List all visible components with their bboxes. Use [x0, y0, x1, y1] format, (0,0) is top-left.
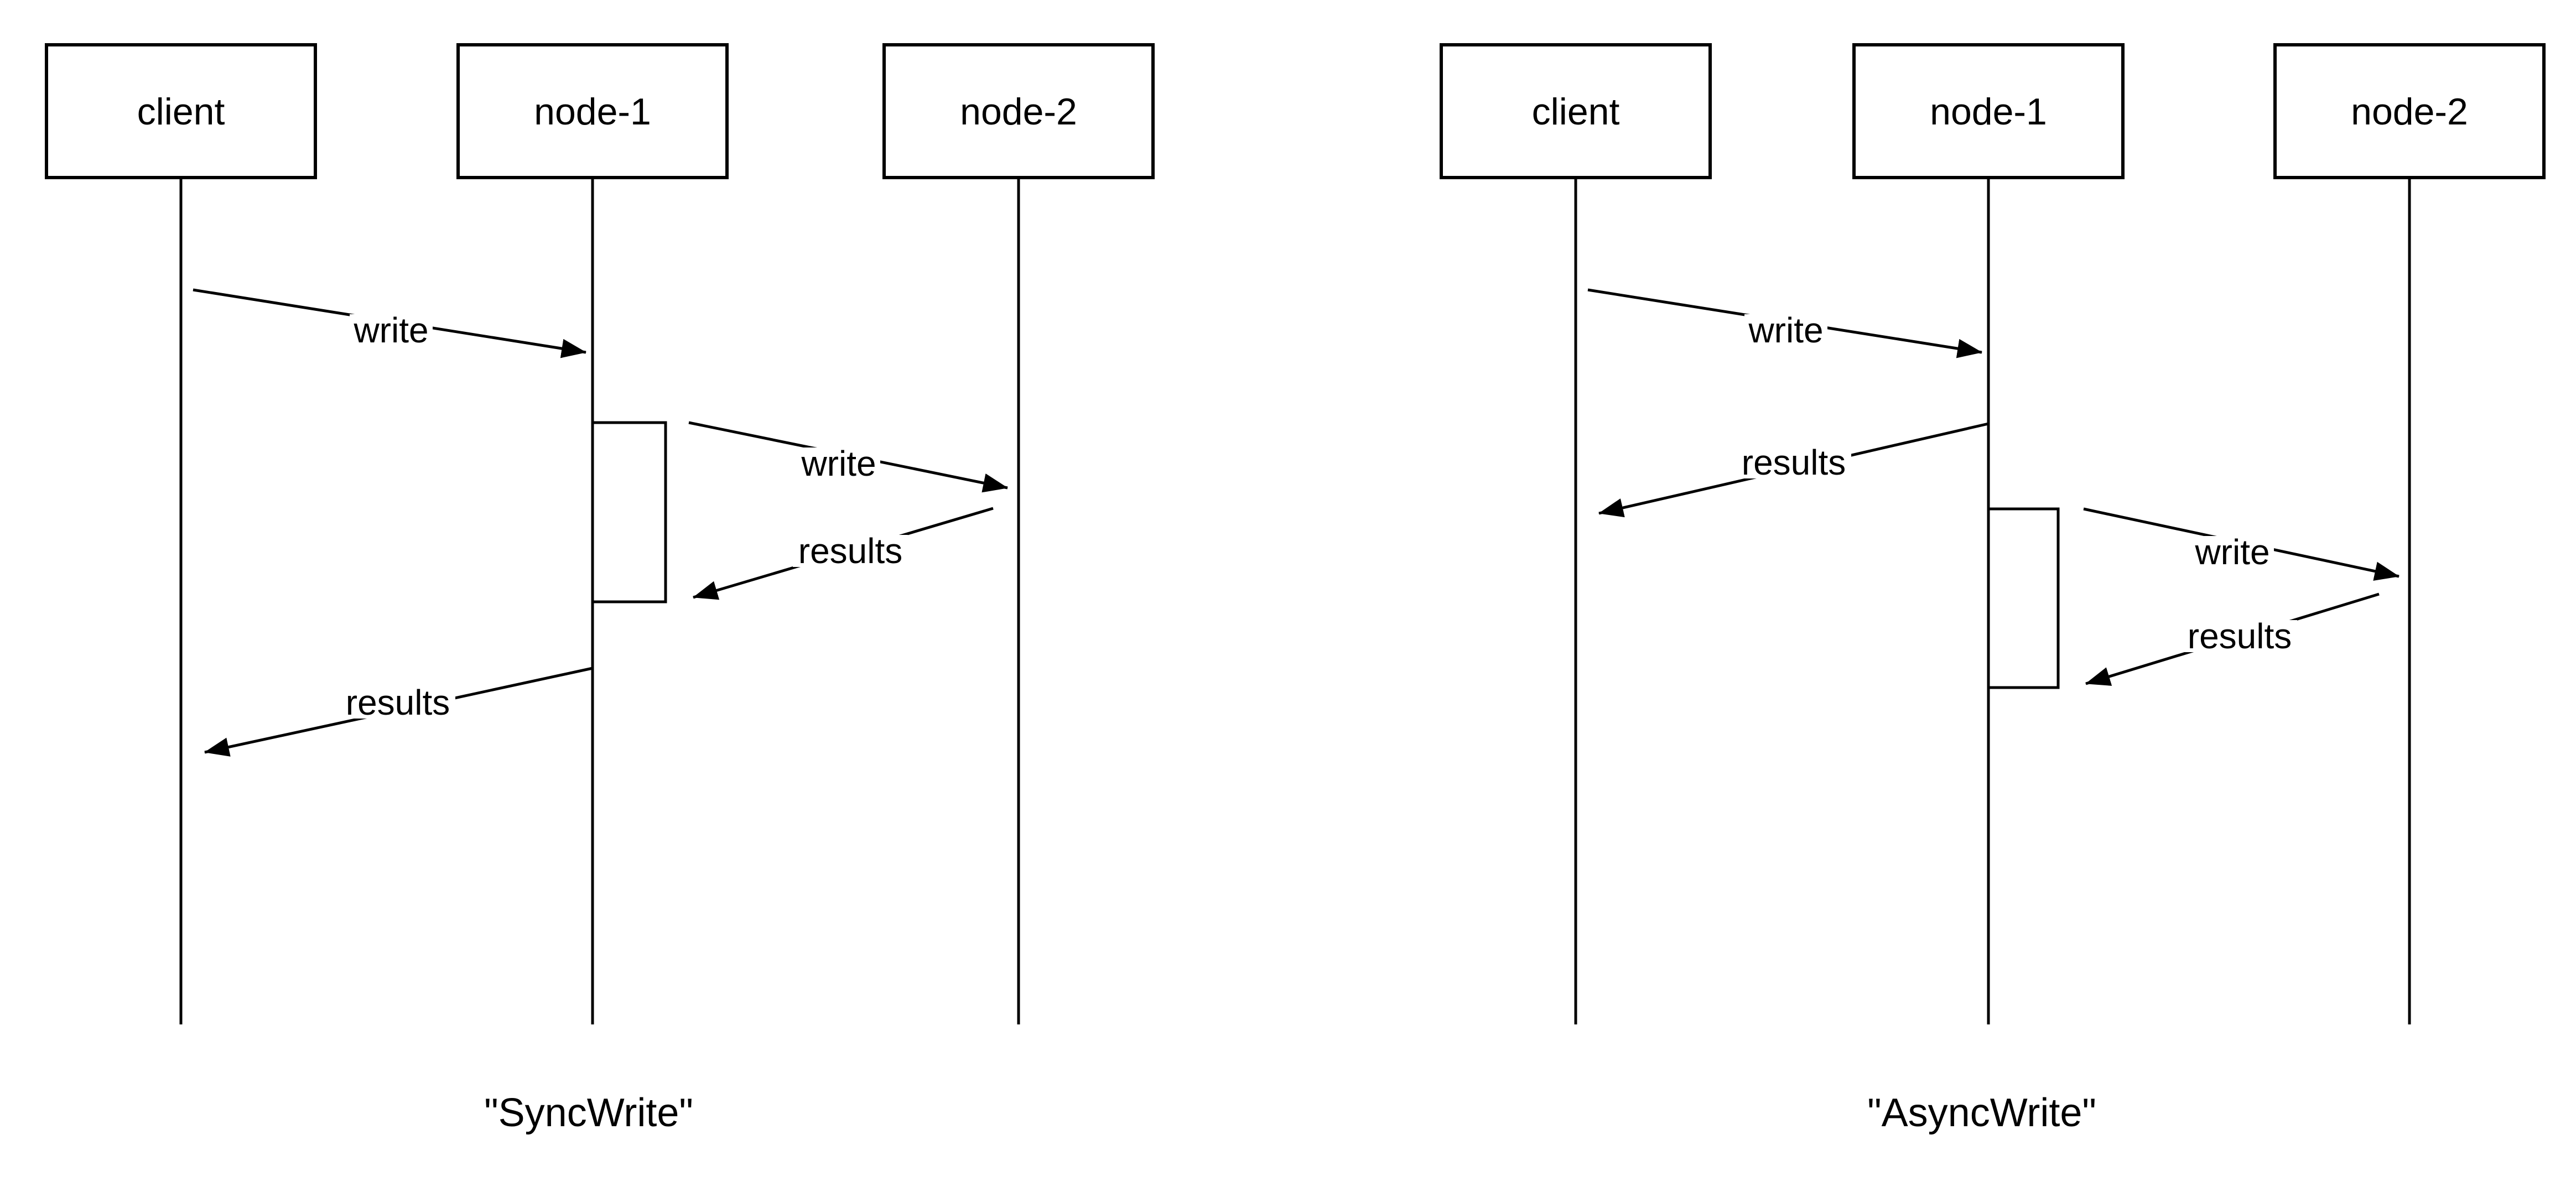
actor-label-node-1: node-1 [1930, 91, 2047, 133]
actor-label-node-2: node-2 [960, 91, 1077, 133]
message-label: results [798, 531, 903, 571]
message-write-node1-node2: write [688, 421, 1008, 493]
diagram-syncwrite: client node-1 node-2 write write re [45, 43, 1155, 1135]
actor-node-1: node-1 [1852, 43, 2125, 179]
message-label: results [2188, 616, 2292, 656]
actor-box-node-2 [882, 43, 1155, 179]
message-label-bg [2182, 620, 2297, 652]
activation-bar-node-1 [593, 421, 667, 603]
message-label-bg [350, 314, 433, 346]
actor-box-node-2 [2273, 43, 2546, 179]
message-label-bg [797, 447, 880, 480]
message-label: results [346, 683, 450, 722]
message-results-node1-client: results [204, 667, 593, 757]
actor-label-client: client [1532, 91, 1620, 133]
message-label: write [353, 310, 428, 350]
actor-node-2: node-2 [882, 43, 1155, 179]
message-label: write [2194, 532, 2269, 572]
actor-client: client [45, 43, 317, 179]
actor-node-2: node-2 [2273, 43, 2546, 179]
message-label: write [801, 444, 876, 483]
actor-label-node-1: node-1 [534, 91, 651, 133]
actor-label-client: client [137, 91, 225, 133]
message-write-client-node1: write [1587, 288, 1982, 358]
actor-label-node-2: node-2 [2351, 91, 2468, 133]
actor-box-client [45, 43, 317, 179]
message-label-bg [1744, 314, 1827, 346]
message-results-node2-node1: results [693, 507, 994, 600]
diagram-asyncwrite: client node-1 node-2 write results [1440, 43, 2546, 1135]
message-write-node1-node2: write [2083, 507, 2400, 581]
diagram-title-asyncwrite: "AsyncWrite" [1867, 1091, 2096, 1135]
actor-box-node-1 [1852, 43, 2125, 179]
message-label: write [1748, 310, 1823, 350]
message-label-bg [340, 686, 455, 719]
message-label: results [1742, 443, 1846, 482]
message-write-client-node1: write [193, 288, 586, 358]
actor-box-node-1 [456, 43, 729, 179]
diagram-title-syncwrite: "SyncWrite" [484, 1091, 693, 1135]
actor-box-client [1440, 43, 1712, 179]
message-label-bg [2191, 536, 2274, 568]
activation-bar-node-1 [1988, 507, 2060, 689]
message-label-bg [793, 535, 908, 567]
message-results-node1-client: results [1598, 422, 1989, 518]
actor-node-1: node-1 [456, 43, 729, 179]
message-results-node2-node1: results [2085, 592, 2380, 686]
message-label-bg [1736, 446, 1851, 478]
actor-client: client [1440, 43, 1712, 179]
